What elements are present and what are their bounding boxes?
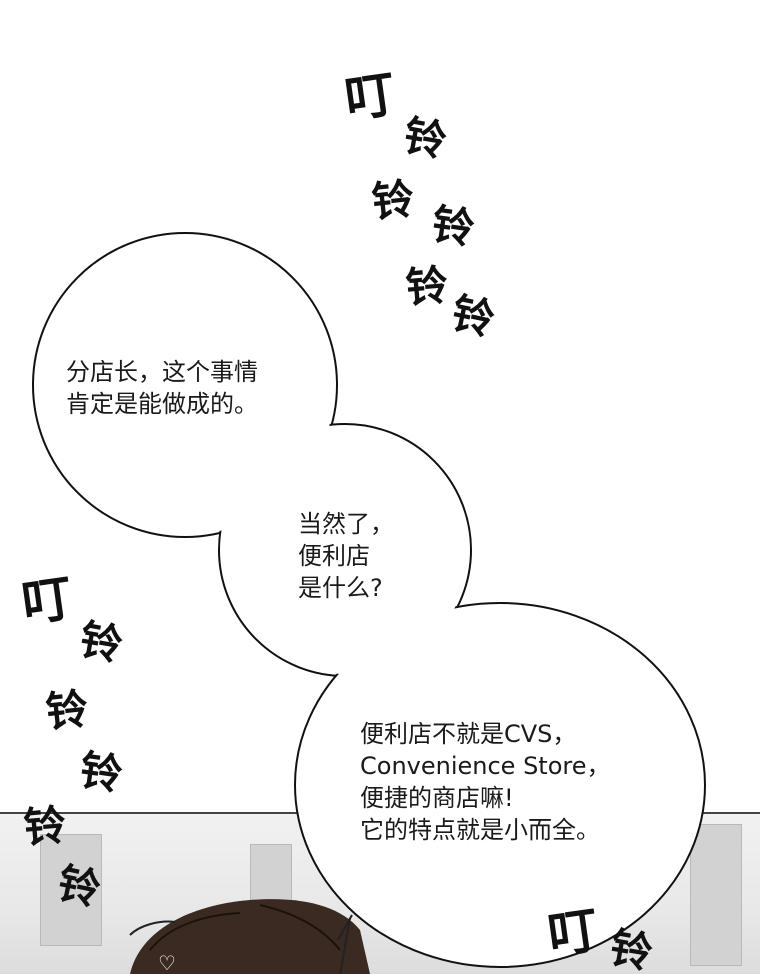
sfx-ling: 铃 (606, 922, 657, 974)
bubble-line: 分店长，这个事情 (66, 358, 258, 386)
bubble-1-text: 分店长，这个事情 肯定是能做成的。 (66, 356, 258, 420)
sfx-ling: 铃 (76, 745, 126, 800)
sfx-ling: 铃 (369, 173, 417, 228)
shelf (690, 824, 742, 966)
sfx-ding: 叮 (18, 568, 76, 634)
sfx-ling: 铃 (53, 858, 105, 915)
svg-text:♡: ♡ (158, 951, 176, 974)
bubble-line: 它的特点就是小而全。 (360, 816, 600, 844)
bubble-line: 便利店 (298, 542, 370, 570)
sfx-ling: 铃 (400, 110, 451, 167)
sfx-ling: 铃 (43, 683, 91, 738)
bubble-2-text: 当然了， 便利店 是什么? (298, 508, 394, 604)
shelf (40, 834, 102, 946)
sfx-ding: 叮 (544, 900, 602, 966)
bubble-line: 是什么? (298, 574, 383, 602)
sfx-ling: 铃 (403, 260, 451, 313)
sfx-ling: 铃 (447, 288, 499, 345)
sfx-ling: 铃 (76, 614, 127, 671)
bubble-line: 当然了， (298, 510, 394, 538)
bubble-3-text: 便利店不就是CVS， Convenience Store， 便捷的商店嘛! 它的… (360, 718, 611, 846)
bubble-line: Convenience Store， (360, 752, 611, 780)
sfx-ling: 铃 (428, 199, 478, 254)
bubble-line: 便捷的商店嘛! (360, 784, 514, 812)
sfx-ding: 叮 (341, 64, 399, 130)
bubble-line: 肯定是能做成的。 (66, 390, 258, 418)
bubble-line: 便利店不就是CVS， (360, 720, 577, 748)
sfx-ling: 铃 (21, 800, 69, 853)
